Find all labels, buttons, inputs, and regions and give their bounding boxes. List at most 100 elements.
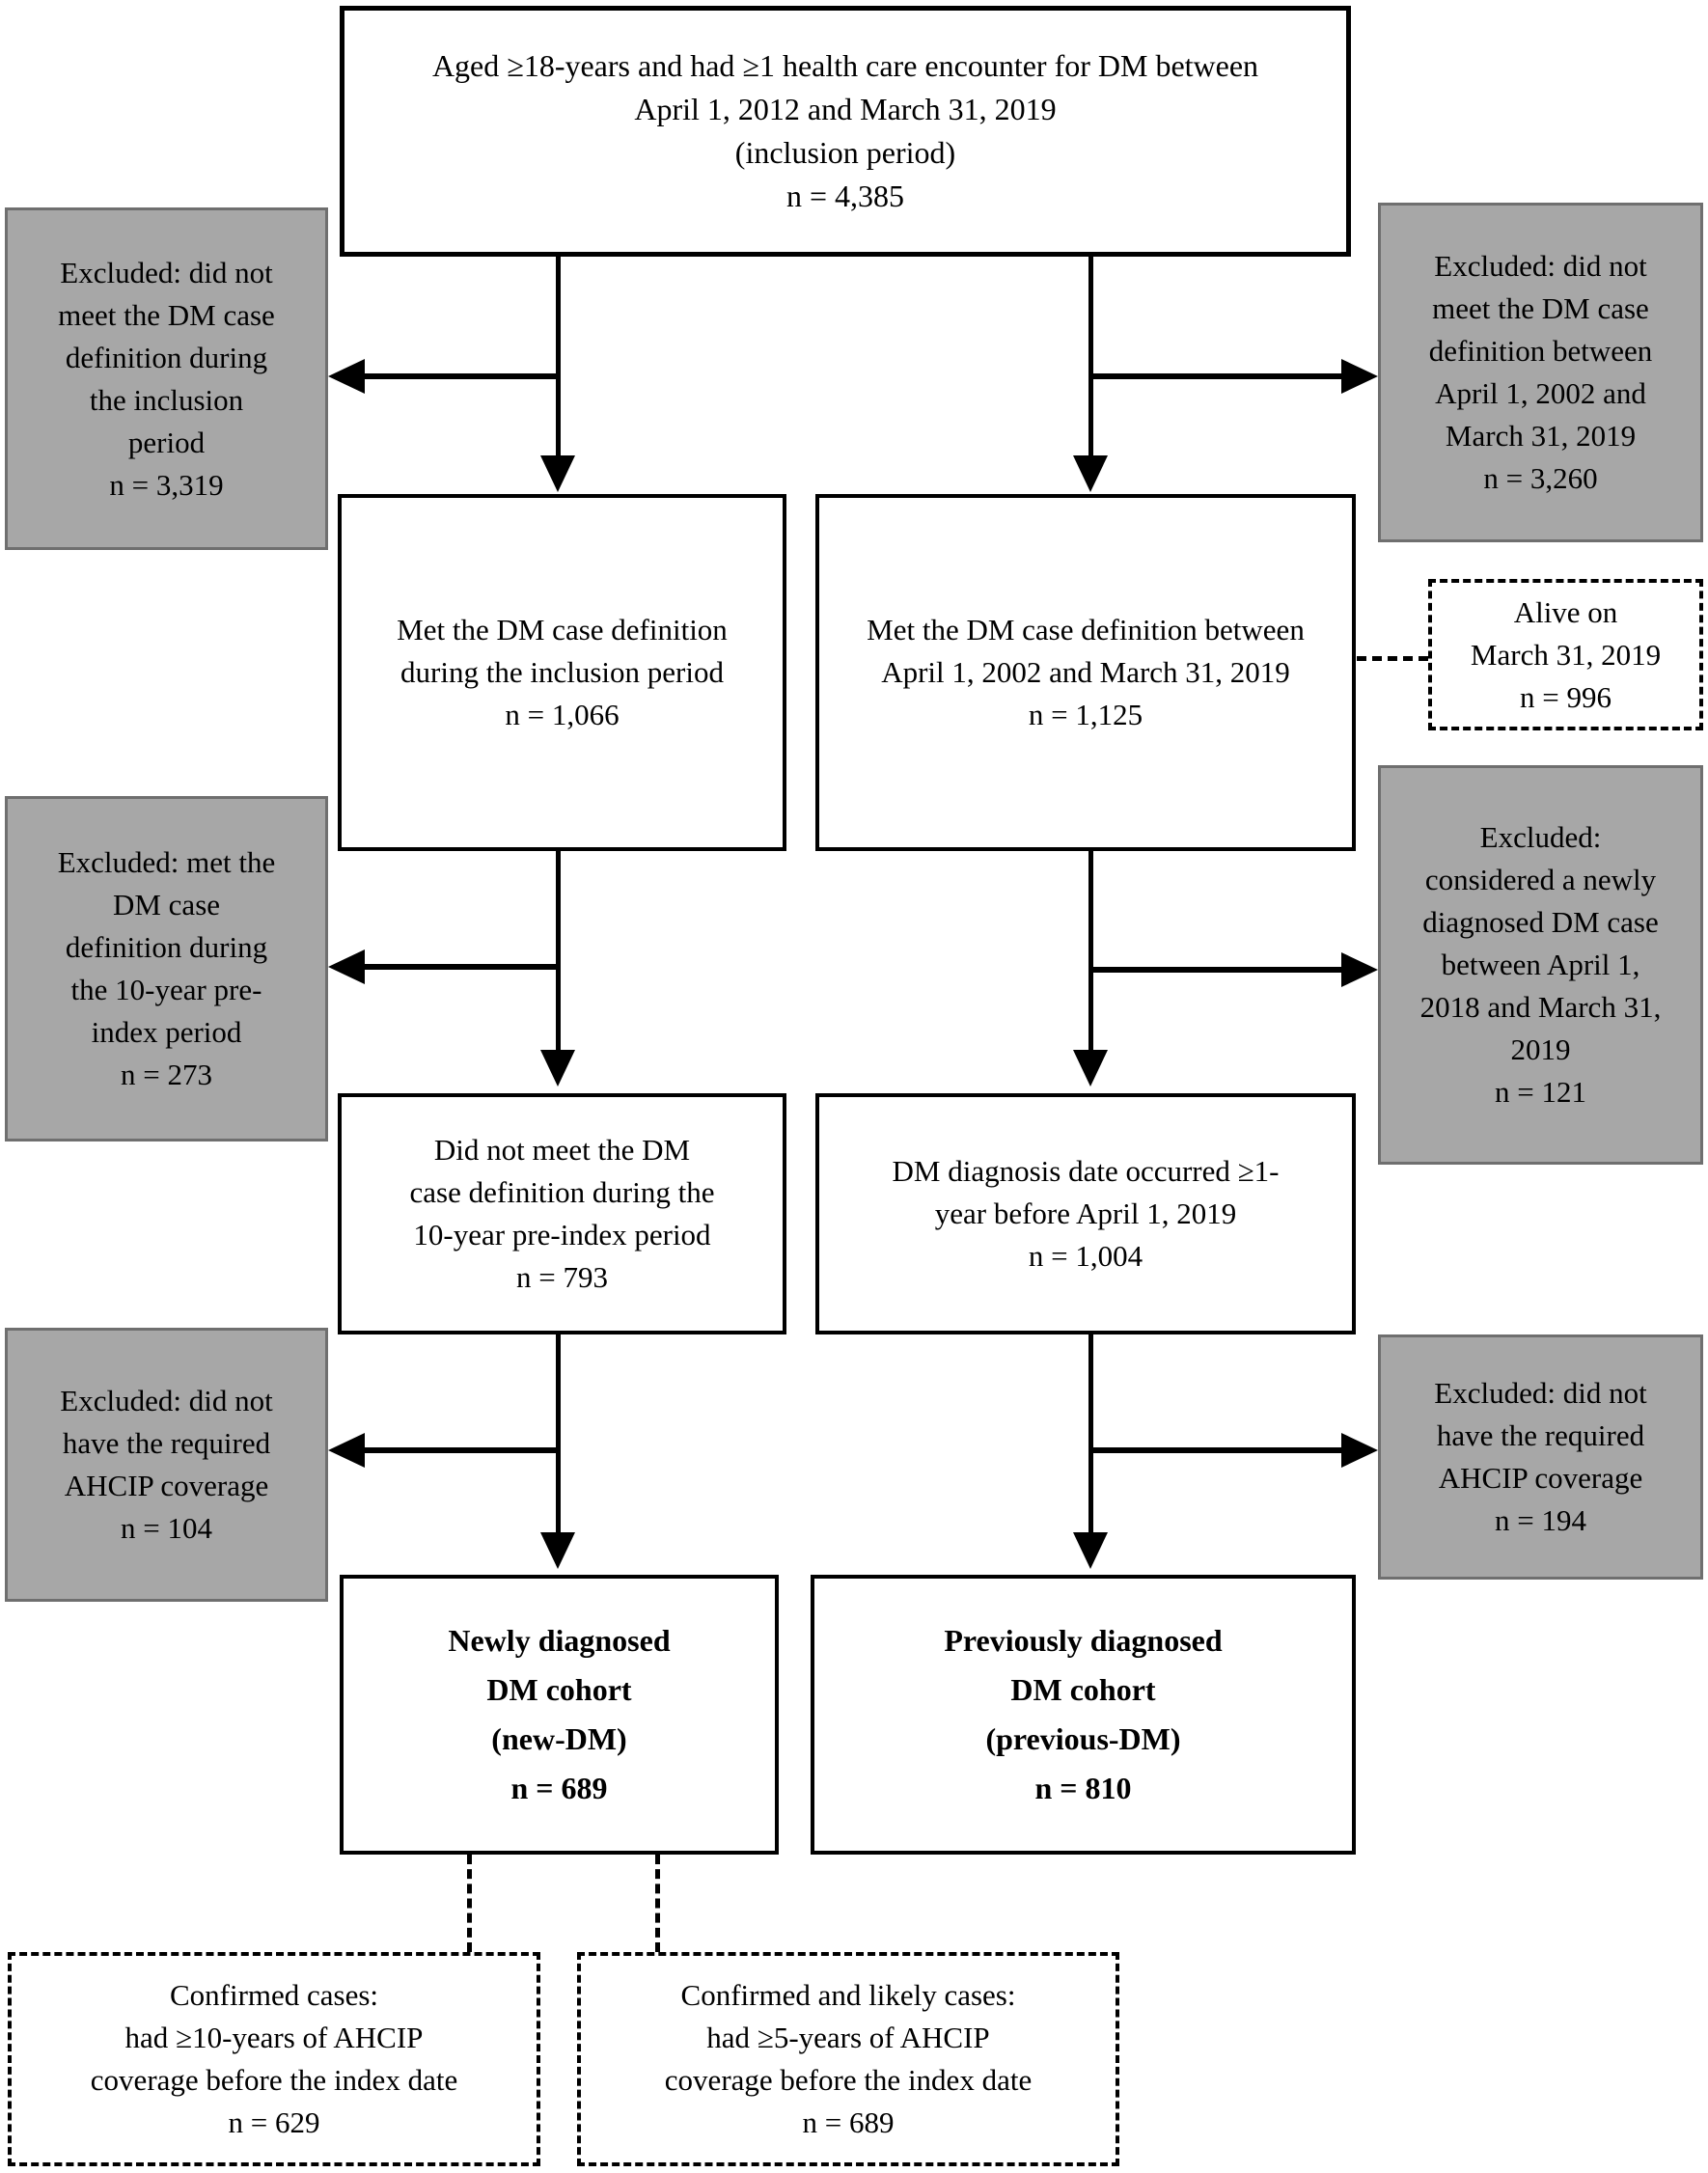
text-line: April 1, 2002 and	[1435, 376, 1646, 410]
text-line: April 1, 2012 and March 31, 2019	[634, 92, 1057, 126]
text-line: March 31, 2019	[1470, 637, 1662, 672]
arrowhead-down-icon	[1073, 1050, 1108, 1086]
arrowhead-left-icon	[328, 1433, 365, 1468]
text-line: 10-year pre-index period	[413, 1218, 711, 1252]
text-line: coverage before the index date	[664, 2063, 1033, 2097]
text-line: definition during	[65, 340, 268, 374]
connector-to-excluded-preindex	[363, 964, 560, 970]
text-line: Aged ≥18-years and had ≥1 health care en…	[431, 48, 1259, 83]
text-line: Met the DM case definition	[397, 613, 728, 646]
text-line: n = 3,260	[1483, 461, 1598, 495]
text-line: AHCIP coverage	[1438, 1461, 1643, 1495]
text-line: 2018 and March 31,	[1419, 990, 1662, 1024]
text-line: n = 996	[1520, 679, 1612, 714]
text-line: meet the DM case	[1432, 291, 1649, 325]
box-dm-diagnosis-1yr-before: DM diagnosis date occurred ≥1- year befo…	[815, 1093, 1356, 1334]
connector-top-to-met-2002	[1088, 256, 1093, 458]
text-line: April 1, 2002 and March 31, 2019	[881, 655, 1290, 689]
connector-metincl-to-notmet	[556, 849, 561, 1052]
text-line: Excluded: met the	[57, 845, 276, 879]
text-line: n = 793	[516, 1260, 608, 1294]
connector-met2002-to-dmdx	[1088, 849, 1093, 1052]
text-line: Excluded: did not	[1434, 1376, 1647, 1410]
text-line: n = 629	[228, 2105, 320, 2139]
text-line: coverage before the index date	[90, 2063, 458, 2097]
arrowhead-down-icon	[540, 455, 575, 492]
text-line: Alive on	[1513, 594, 1618, 629]
connector-notmet-to-newdm	[556, 1332, 561, 1534]
connector-newdm-to-confirmed-likely	[655, 1855, 660, 1952]
text-line: between April 1,	[1441, 948, 1640, 981]
text-line: (previous-DM)	[985, 1721, 1181, 1756]
text-line: meet the DM case	[58, 297, 275, 332]
box-previous-dm-cohort: Previously diagnosed DM cohort (previous…	[811, 1575, 1356, 1855]
text-line: had ≥10-years of AHCIP	[124, 2021, 424, 2054]
connector-to-excluded-ahcip-prev	[1090, 1447, 1343, 1453]
connector-newdm-to-confirmed	[467, 1855, 472, 1952]
text-line: n = 810	[1034, 1771, 1132, 1805]
box-eligible-population: Aged ≥18-years and had ≥1 health care en…	[340, 6, 1351, 257]
text-line: Excluded: did not	[1434, 249, 1647, 283]
text-line: period	[127, 425, 206, 459]
text-line: n = 194	[1495, 1503, 1586, 1537]
text-line: n = 3,319	[109, 467, 224, 502]
text-line: n = 4,385	[785, 179, 905, 213]
text-line: had ≥5-years of AHCIP	[706, 2021, 990, 2054]
box-excluded-ahcip-prev: Excluded: did not have the required AHCI…	[1378, 1334, 1703, 1580]
text-line: DM case	[112, 888, 221, 921]
text-line: the inclusion	[89, 382, 244, 417]
text-line: AHCIP coverage	[64, 1469, 269, 1502]
text-line: definition between	[1428, 334, 1653, 368]
box-excluded-dm-case-inclusion: Excluded: did not meet the DM case defin…	[5, 207, 328, 550]
text-line: have the required	[1436, 1418, 1645, 1452]
text-line: the 10-year pre-	[70, 973, 262, 1006]
text-line: (inclusion period)	[734, 135, 956, 170]
text-line: (new-DM)	[491, 1721, 627, 1756]
text-line: n = 1,125	[1028, 698, 1143, 731]
text-line: Confirmed and likely cases:	[680, 1978, 1016, 2012]
text-line: n = 273	[121, 1058, 212, 1091]
text-line: Previously diagnosed	[944, 1623, 1223, 1658]
box-met-dm-case-inclusion: Met the DM case definition during the in…	[338, 494, 786, 851]
arrowhead-right-icon	[1341, 359, 1378, 394]
arrowhead-left-icon	[328, 949, 365, 984]
arrowhead-down-icon	[1073, 455, 1108, 492]
text-line: n = 689	[510, 1771, 608, 1805]
text-line: Confirmed cases:	[169, 1978, 379, 2012]
text-line: Excluded: did not	[60, 1384, 273, 1417]
text-line: n = 689	[802, 2105, 895, 2139]
text-line: n = 1,066	[505, 698, 620, 731]
text-line: DM diagnosis date occurred ≥1-	[892, 1154, 1280, 1188]
connector-to-excluded-newly	[1090, 967, 1343, 973]
text-line: n = 1,004	[1028, 1239, 1143, 1273]
text-line: definition during	[65, 930, 268, 964]
arrowhead-down-icon	[540, 1050, 575, 1086]
box-not-met-10yr-preindex: Did not meet the DM case definition duri…	[338, 1093, 786, 1334]
arrowhead-down-icon	[540, 1532, 575, 1569]
connector-to-excluded-2002	[1090, 373, 1343, 379]
text-line: March 31, 2019	[1445, 419, 1637, 453]
text-line: case definition during the	[409, 1175, 715, 1209]
text-line: Did not meet the DM	[433, 1133, 691, 1167]
text-line: n = 121	[1495, 1075, 1586, 1109]
connector-to-excluded-inclusion	[363, 373, 560, 379]
box-new-dm-cohort: Newly diagnosed DM cohort (new-DM) n = 6…	[340, 1575, 779, 1855]
text-line: Newly diagnosed	[448, 1623, 671, 1658]
text-line: Excluded: did not	[60, 255, 273, 289]
text-line: diagnosed DM case	[1422, 905, 1659, 939]
box-excluded-ahcip-new: Excluded: did not have the required AHCI…	[5, 1328, 328, 1602]
text-line: have the required	[62, 1426, 271, 1460]
text-line: 2019	[1510, 1032, 1571, 1066]
text-line: Excluded:	[1479, 820, 1602, 854]
arrowhead-right-icon	[1341, 952, 1378, 987]
arrowhead-right-icon	[1341, 1433, 1378, 1468]
box-confirmed-cases: Confirmed cases: had ≥10-years of AHCIP …	[8, 1952, 540, 2166]
box-met-dm-case-2002-2019: Met the DM case definition between April…	[815, 494, 1356, 851]
text-line: DM cohort	[486, 1672, 632, 1707]
text-line: year before April 1, 2019	[934, 1197, 1237, 1230]
arrowhead-down-icon	[1073, 1532, 1108, 1569]
box-alive-march-2019: Alive on March 31, 2019 n = 996	[1428, 579, 1703, 730]
box-excluded-dm-case-2002-2019: Excluded: did not meet the DM case defin…	[1378, 203, 1703, 542]
box-excluded-newly-diagnosed-2018-2019: Excluded: considered a newly diagnosed D…	[1378, 765, 1703, 1165]
